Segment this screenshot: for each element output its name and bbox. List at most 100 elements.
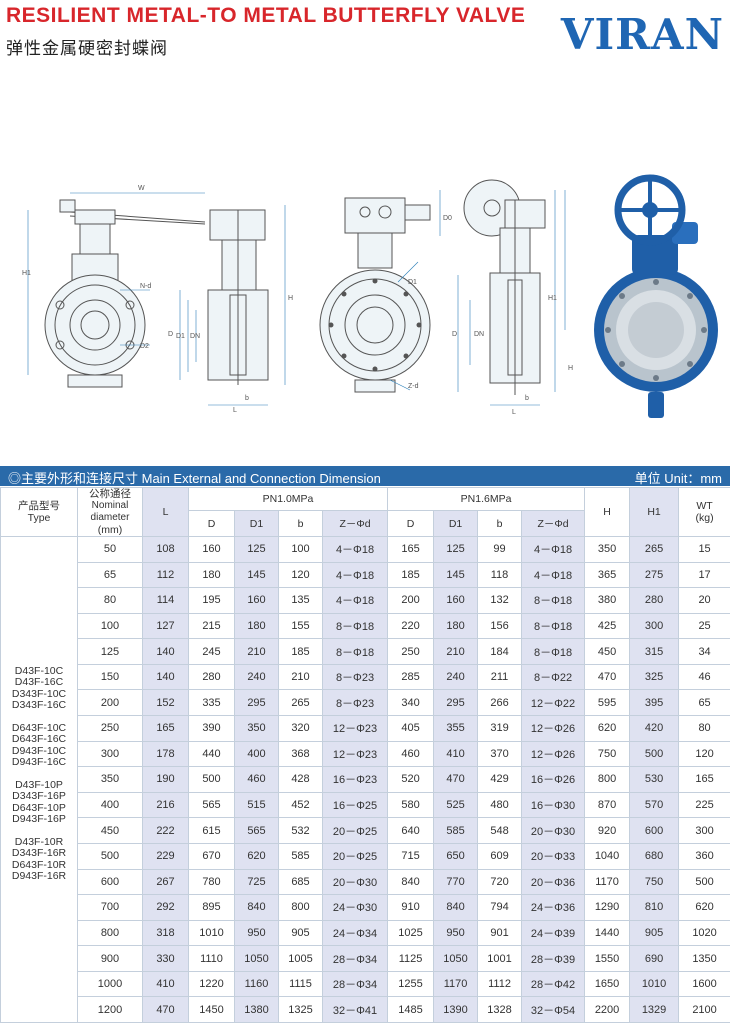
table-cell: 180 (433, 612, 479, 640)
table-cell: 595 (584, 689, 631, 717)
table-cell: 4－Φ18 (321, 587, 389, 614)
table-cell: 1325 (278, 996, 323, 1023)
table-cell: 240 (433, 663, 479, 691)
label-dn-gear: DN (474, 331, 484, 338)
table-cell: 715 (387, 842, 435, 870)
table-cell: 8－Φ23 (321, 663, 389, 691)
table-cell: 265 (278, 689, 323, 717)
table-cell: 1350 (678, 945, 730, 972)
header-pn16-zd: Z－Φd (521, 510, 586, 537)
table-cell: 165 (678, 766, 730, 793)
table-cell: 210 (278, 663, 323, 691)
table-cell: 65 (678, 689, 730, 717)
table-cell: 600 (629, 817, 680, 844)
table-cell: 340 (387, 689, 435, 717)
table-cell: 330 (142, 945, 189, 972)
table-cell: 120 (278, 561, 323, 589)
type-model: D43F-16C (14, 676, 64, 688)
header-h: H (584, 487, 631, 537)
table-cell: 1290 (584, 894, 631, 921)
table-section-bar: ◎主要外形和连接尺寸 Main External and Connection … (0, 466, 730, 486)
table-cell: 794 (477, 894, 523, 921)
table-cell: 127 (142, 612, 189, 640)
table-cell: 1110 (188, 945, 235, 972)
table-cell: 8－Φ18 (321, 612, 389, 640)
table-cell: 34 (678, 638, 730, 665)
table-cell: 20－Φ36 (521, 868, 586, 896)
table-cell: 1600 (678, 970, 730, 998)
header-pn10: PN1.0MPa (187, 486, 389, 512)
table-cell: 570 (629, 791, 680, 819)
table-cell: 220 (387, 612, 435, 640)
table-cell: 350 (584, 536, 631, 563)
table-cell: 210 (234, 638, 279, 665)
table-cell: 265 (629, 536, 680, 563)
table-cell: 165 (387, 536, 435, 563)
title-english: RESILIENT METAL-TO METAL BUTTERFLY VALVE (6, 4, 526, 27)
table-cell: 365 (584, 561, 631, 589)
table-cell: 1485 (387, 996, 435, 1023)
label-nd: N-d (140, 283, 151, 290)
table-cell: 770 (433, 868, 479, 896)
table-cell: 429 (477, 766, 523, 793)
table-cell: 650 (433, 842, 479, 870)
table-cell: 1328 (477, 996, 523, 1023)
table-cell: 100 (278, 536, 323, 563)
label-b-gear: b (525, 395, 529, 402)
table-cell: 1390 (433, 996, 479, 1023)
table-cell: 4－Φ18 (321, 536, 389, 563)
table-cell: 24－Φ36 (521, 894, 586, 921)
table-cell: 210 (433, 638, 479, 665)
type-model: D943F-10C (11, 744, 67, 757)
label-h1-left: H1 (22, 270, 31, 277)
type-model: D343F-10C (11, 687, 67, 700)
table-cell: 950 (433, 919, 479, 947)
table-cell: 450 (77, 817, 143, 844)
type-model: D943F-16R (11, 870, 67, 882)
table-cell: 135 (278, 587, 323, 614)
table-cell: 300 (629, 612, 680, 640)
table-cell: 28－Φ34 (321, 945, 389, 972)
table-cell: 405 (387, 715, 435, 742)
table-cell: 185 (387, 561, 435, 589)
label-d0: D0 (443, 215, 452, 222)
table-cell: 24－Φ34 (321, 919, 389, 947)
table-cell: 200 (387, 587, 435, 614)
table-cell: 840 (234, 894, 279, 921)
table-cell: 1550 (584, 945, 631, 972)
type-model: D943F-16P (12, 813, 66, 825)
label-h-gear: H (568, 365, 573, 372)
table-cell: 65 (77, 561, 143, 589)
table-cell: 1010 (188, 919, 235, 947)
table-cell: 690 (629, 945, 680, 972)
table-cell: 125 (433, 536, 479, 563)
table-cell: 12－Φ23 (321, 740, 389, 768)
label-h-left: H (288, 295, 293, 302)
table-cell: 1010 (629, 970, 680, 998)
table-cell: 1020 (678, 919, 730, 947)
table-cell: 640 (387, 817, 435, 844)
table-cell: 132 (477, 587, 523, 614)
table-cell: 1170 (584, 868, 631, 896)
product-photo (594, 174, 718, 418)
table-cell: 140 (142, 638, 189, 665)
table-cell: 160 (234, 587, 279, 614)
table-cell: 620 (234, 842, 279, 870)
table-cell: 370 (477, 740, 523, 768)
label-d-gear: D (452, 331, 457, 338)
table-cell: 620 (678, 894, 730, 921)
table-cell: 1050 (234, 945, 279, 972)
table-cell: 4－Φ18 (521, 536, 586, 563)
table-cell: 16－Φ23 (321, 766, 389, 793)
table-cell: 840 (387, 868, 435, 896)
table-cell: 180 (188, 561, 235, 589)
label-d1-left: D1 (176, 333, 185, 340)
